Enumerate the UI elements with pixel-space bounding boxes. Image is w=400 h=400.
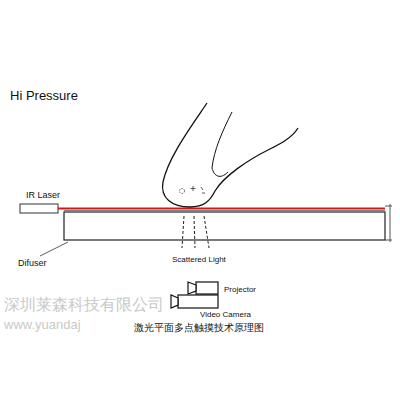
projector-camera-icon (171, 282, 218, 308)
part-label: Scattered Light (172, 255, 226, 264)
laser-body (20, 204, 58, 213)
panel-break (385, 204, 392, 242)
surface-line (64, 210, 385, 211)
watermark: 深圳莱森科技有限公司 (4, 296, 164, 314)
finger-nail (212, 168, 228, 176)
finger-crease (212, 112, 232, 168)
scattered-light-rays (182, 216, 209, 248)
part-label: Video Camera (200, 310, 251, 319)
leader-line (40, 242, 68, 256)
diagram-caption: 激光平面多点触摸技术原理图 (134, 322, 264, 334)
watermark: www.yuandaj (4, 318, 81, 333)
part-label: IR Laser (26, 190, 60, 200)
part-label: Difuser (18, 258, 47, 268)
diagram-title: Hi Pressure (10, 89, 78, 104)
finger (163, 103, 298, 207)
scatter-sparkle (180, 186, 206, 194)
diffuser-panel (64, 212, 385, 240)
laser-beam (58, 208, 385, 210)
part-label: Projector (224, 285, 256, 294)
